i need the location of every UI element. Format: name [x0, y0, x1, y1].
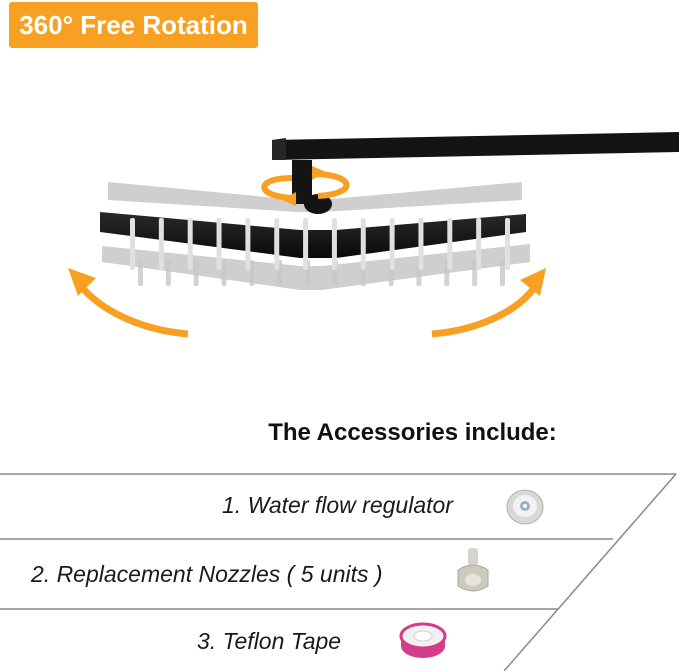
nozzle-pin	[274, 218, 280, 270]
accessory-label-regulator: 1. Water flow regulator	[222, 492, 453, 518]
accessory-label-nozzles: 2. Replacement Nozzles ( 5 units )	[31, 561, 383, 587]
nozzle-icon	[457, 548, 489, 592]
main-nozzles	[130, 218, 510, 270]
arm-connector	[292, 160, 312, 204]
nozzle-pin	[249, 260, 255, 286]
nozzle-pin	[158, 218, 164, 270]
shower-arm-end	[272, 138, 286, 160]
rotation-arrowhead-left	[282, 192, 296, 206]
nozzle-pin	[418, 218, 424, 270]
swing-arrowhead-right	[520, 268, 546, 296]
nozzle-pin	[505, 218, 510, 270]
nozzle-pin	[187, 218, 193, 270]
ghost-plate-top	[108, 182, 522, 212]
nozzle-pin	[500, 260, 505, 286]
nozzle-pin	[389, 218, 395, 270]
swing-arrow-right-icon	[431, 283, 539, 338]
shower-head-illustration	[68, 132, 679, 338]
rotation-badge: 360° Free Rotation	[9, 2, 258, 48]
nozzle-pin	[138, 260, 143, 286]
rotation-arrow-icon	[261, 171, 350, 201]
nozzle-pin	[472, 260, 478, 286]
nozzle-pin	[130, 218, 135, 270]
rotation-arrowhead-right	[312, 166, 326, 180]
swing-arrow-left-icon	[77, 282, 189, 338]
swing-arrowhead-left	[68, 268, 96, 296]
nozzle-pin	[303, 218, 309, 270]
nozzle-pin	[245, 218, 251, 270]
nozzle-pin	[331, 218, 337, 270]
shower-arm	[272, 132, 679, 160]
nozzle-pin	[221, 260, 227, 286]
accessory-label-teflon: 3. Teflon Tape	[197, 628, 342, 654]
teflon-tape-icon	[399, 622, 447, 658]
flow-regulator-icon	[506, 489, 544, 525]
nozzle-pin	[360, 218, 366, 270]
nozzle-pin	[216, 218, 222, 270]
ball-joint	[304, 194, 332, 214]
accessories-heading: The Accessories include:	[268, 419, 557, 446]
main-plate	[100, 212, 526, 258]
nozzle-pin	[476, 218, 482, 270]
nozzle-pin	[165, 260, 171, 286]
nozzle-pin	[193, 260, 199, 286]
nozzle-pin	[447, 218, 453, 270]
